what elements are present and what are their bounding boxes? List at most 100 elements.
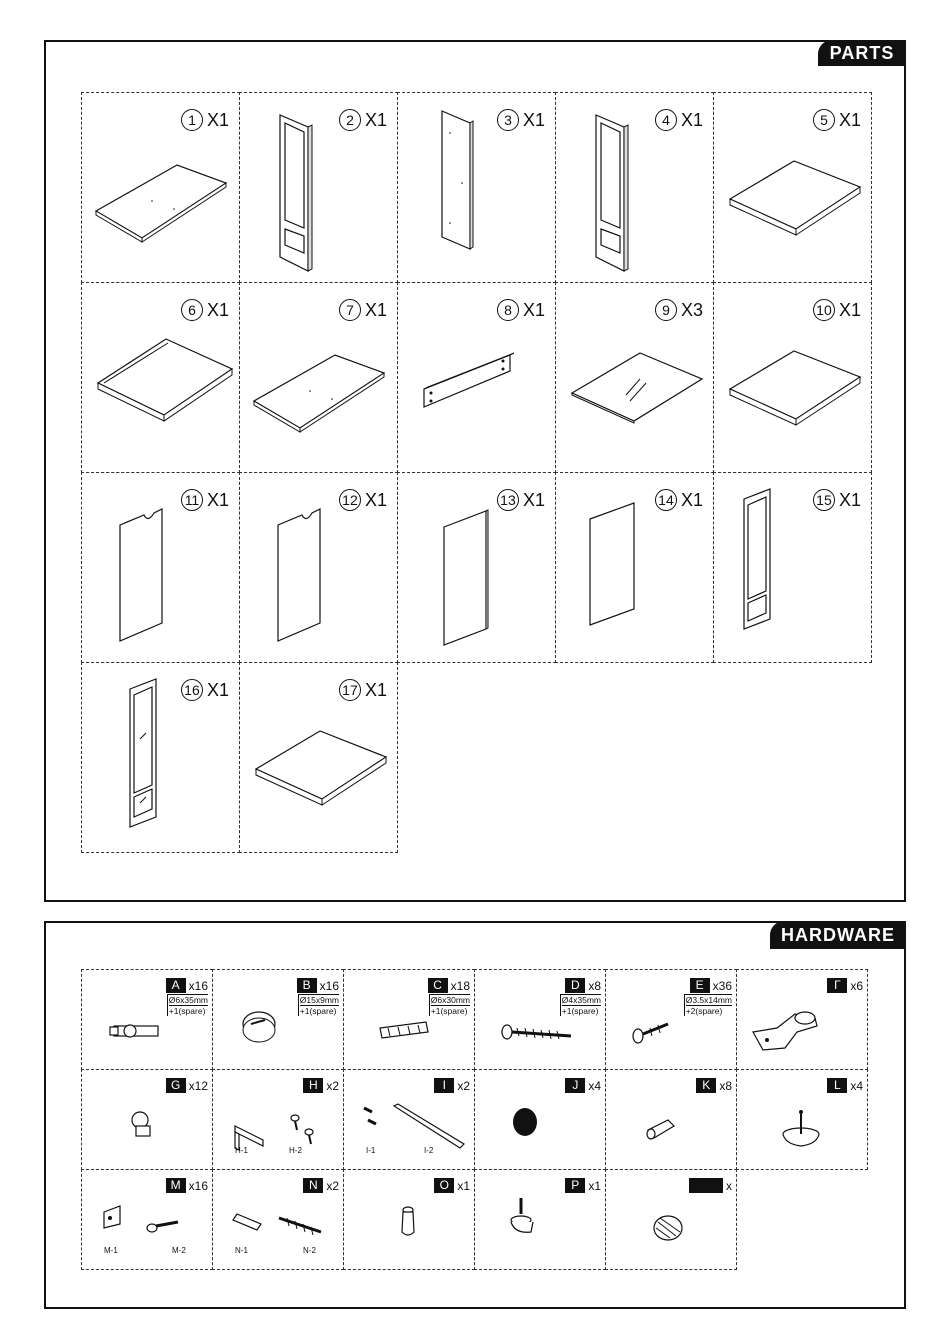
hardware-id: B <box>296 978 317 993</box>
hardware-drawing <box>646 1119 675 1140</box>
hardware-quantity: x8 <box>719 1078 732 1093</box>
hardware-id: Г <box>827 978 848 993</box>
part-drawing <box>589 502 635 626</box>
hardware-drawing <box>242 1011 276 1043</box>
hardware-quantity: x16 <box>188 1178 208 1193</box>
hardware-drawing <box>501 1024 572 1040</box>
hardware-id: D <box>565 978 586 993</box>
part-quantity: X1 <box>206 489 229 510</box>
part-drawing <box>595 114 629 272</box>
hardware-id: H <box>303 1078 324 1093</box>
part-quantity: X1 <box>206 679 229 700</box>
hardware-quantity: x1 <box>588 1178 601 1193</box>
hardware-tab: HARDWARE <box>770 921 906 949</box>
part-drawing <box>94 164 228 243</box>
hardware-id: P <box>565 1178 586 1193</box>
hardware-quantity: x36 <box>712 978 732 993</box>
part-quantity: X3 <box>680 299 703 320</box>
hardware-sub-label: N-2 <box>303 1246 316 1255</box>
hardware-drawing <box>232 1213 322 1236</box>
part-number: 4 <box>654 109 677 131</box>
part-number: 16 <box>180 679 203 701</box>
hardware-quantity: x16 <box>188 978 208 993</box>
part-quantity: X1 <box>680 109 703 130</box>
hardware-label: x <box>689 1178 732 1193</box>
part-quantity: X1 <box>838 299 861 320</box>
part-number: 12 <box>338 489 361 511</box>
part-drawing <box>119 508 163 642</box>
hardware-drawing <box>131 1111 151 1137</box>
part-drawing <box>743 488 771 630</box>
part-drawing <box>279 114 313 272</box>
hardware-quantity: x18 <box>450 978 470 993</box>
hardware-drawing <box>363 1103 465 1149</box>
hardware-panel <box>44 921 906 1309</box>
hardware-quantity: x16 <box>319 978 339 993</box>
hardware-quantity: x2 <box>326 1178 339 1193</box>
hardware-sub-label: I-2 <box>424 1146 434 1155</box>
hardware-quantity: x1 <box>457 1178 470 1193</box>
hardware-drawing <box>513 1108 537 1136</box>
hardware-sub-label: H-2 <box>289 1146 302 1155</box>
part-number: 5 <box>812 109 835 131</box>
part-quantity: X1 <box>522 109 545 130</box>
part-drawing <box>254 730 388 806</box>
part-quantity: X1 <box>206 109 229 130</box>
hardware-id <box>689 1178 723 1193</box>
hardware-spec: Ø3.5x14mm+2(spare) <box>683 994 732 1016</box>
part-drawing <box>277 508 321 642</box>
hardware-quantity: x4 <box>850 1078 863 1093</box>
part-number: 2 <box>338 109 361 131</box>
hardware-drawing <box>653 1215 683 1241</box>
part-quantity: X1 <box>364 679 387 700</box>
part-number: 17 <box>338 679 361 701</box>
hardware-id: G <box>165 1078 186 1093</box>
part-number: 10 <box>812 299 835 321</box>
part-number: 8 <box>496 299 519 321</box>
hardware-sub-label: N-1 <box>235 1246 248 1255</box>
part-quantity: X1 <box>364 299 387 320</box>
hardware-id: K <box>696 1078 717 1093</box>
part-number: 6 <box>180 299 203 321</box>
hardware-drawing <box>109 1024 159 1038</box>
hardware-id: J <box>565 1078 586 1093</box>
hardware-cell: x <box>605 1169 737 1270</box>
part-number: 3 <box>496 109 519 131</box>
hardware-quantity: x2 <box>457 1078 470 1093</box>
